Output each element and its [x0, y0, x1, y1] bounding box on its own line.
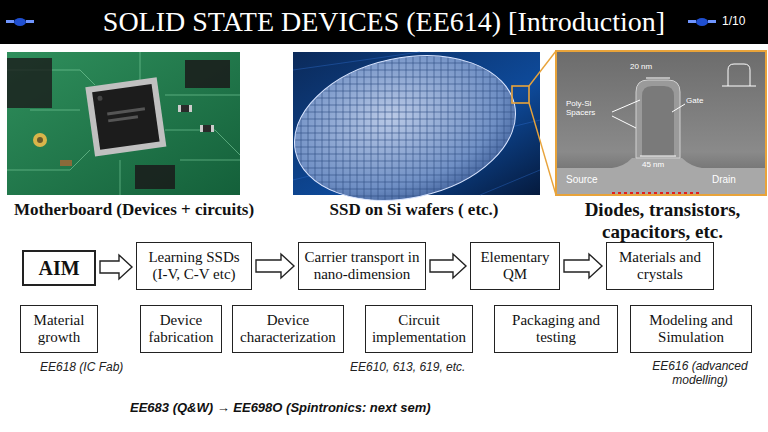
title-bar	[0, 0, 768, 44]
photo-caption: Motherboard (Devices + circuits)	[0, 200, 268, 220]
box-text: Material growth	[26, 312, 92, 347]
stage-box: Material growth	[20, 305, 98, 353]
course-note: EE618 (IC Fab)	[40, 360, 123, 374]
tem-image	[556, 51, 766, 195]
part-label: Drain	[712, 174, 736, 185]
part-label: Source	[566, 174, 598, 185]
title-icon	[6, 18, 34, 26]
box-text: Packaging and testing	[500, 312, 612, 347]
title-icon	[688, 18, 716, 26]
flow-box: Learning SSDs (I-V, C-V etc)	[136, 242, 252, 290]
wafer-photo	[281, 36, 540, 220]
box-text: Modeling and Simulation	[636, 312, 746, 347]
box-text: Learning SSDs (I-V, C-V etc)	[142, 249, 246, 284]
stage-box: Device characterization	[232, 305, 344, 353]
course-note: EE683 (Q&W) → EE698O (Spintronics: next …	[130, 400, 431, 415]
part-label: Gate	[686, 96, 703, 105]
block-arrow	[564, 254, 602, 278]
zoom-line	[529, 51, 556, 195]
course-note: EE616 (advanced modelling)	[640, 359, 760, 388]
box-text: AIM	[38, 257, 79, 280]
photo-caption: Diodes, transistors, capacitors, etc.	[560, 199, 765, 243]
part-label: Poly-Si Spacers	[566, 100, 614, 118]
box-text: Elementary QM	[476, 249, 554, 284]
motherboard-photo	[7, 52, 240, 195]
slide-title: SOLID STATE DEVICES (EE614) [Introductio…	[40, 5, 728, 39]
page-number: 1/10	[722, 14, 745, 28]
dimension-label: 45 nm	[642, 160, 664, 169]
aim-box: AIM	[22, 250, 96, 286]
flow-box: Materials and crystals	[606, 242, 714, 290]
box-text: Carrier transport in nano-dimension	[304, 249, 420, 284]
block-arrow	[256, 254, 294, 278]
box-text: Device characterization	[238, 312, 338, 347]
stage-box: Modeling and Simulation	[630, 305, 752, 353]
stage-box: Circuit implementation	[365, 305, 473, 353]
photo-caption: SSD on Si wafers ( etc.)	[283, 200, 545, 220]
block-arrow	[430, 254, 466, 278]
stage-box: Device fabrication	[140, 305, 222, 353]
box-text: Circuit implementation	[371, 312, 467, 347]
box-text: Device fabrication	[146, 312, 216, 347]
block-arrow	[100, 255, 132, 279]
flow-box: Elementary QM	[470, 242, 560, 290]
dimension-label: 20 nm	[630, 62, 652, 71]
stage-box: Packaging and testing	[494, 305, 618, 353]
flow-box: Carrier transport in nano-dimension	[298, 242, 426, 290]
box-text: Materials and crystals	[612, 249, 708, 284]
course-note: EE610, 613, 619, etc.	[350, 360, 465, 374]
